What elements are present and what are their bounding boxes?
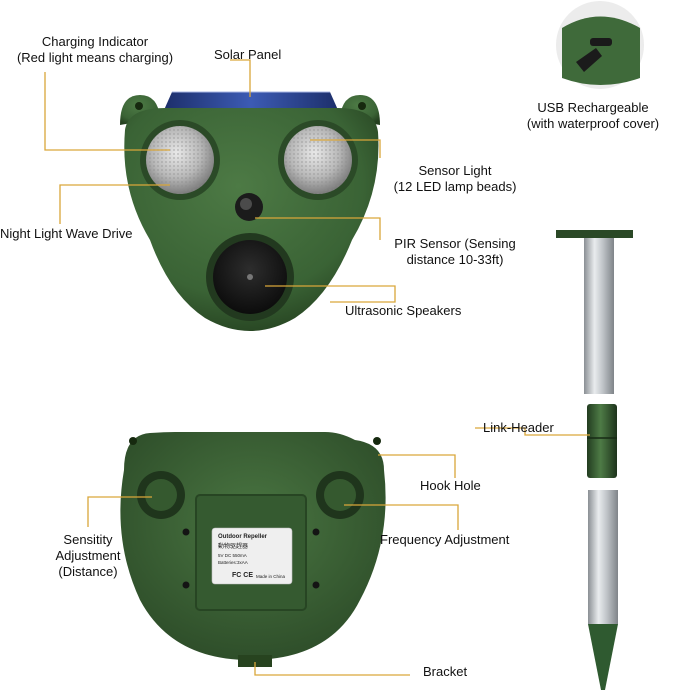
back-left-hook xyxy=(129,437,137,445)
sticker-spec1: 5V DC 550mA xyxy=(218,553,247,558)
leader-pir xyxy=(255,217,381,240)
link-header-part xyxy=(587,404,617,478)
label-ultrasonic-speakers: Ultrasonic Speakers xyxy=(345,303,462,318)
usb-port xyxy=(590,38,612,46)
bracket-shape xyxy=(238,655,272,667)
usb-line1: USB Rechargeable xyxy=(537,100,649,115)
stake-upper-tube xyxy=(584,238,614,394)
stake-spike xyxy=(588,624,618,690)
label-hook-hole: Hook Hole xyxy=(420,478,481,493)
label-sensitity-adjustment: Sensitity Adjustment (Distance) xyxy=(30,532,146,580)
charging-indicator-line2: (Red light means charging) xyxy=(16,50,174,65)
usb-closeup xyxy=(556,1,644,89)
sticker-text: Outdoor Repeller 動物驱趕器 5V DC 550mA Batte… xyxy=(218,534,286,579)
stake-lower-tube xyxy=(588,490,618,624)
leader-lines xyxy=(44,59,590,676)
leader-bracket xyxy=(254,662,410,676)
label-pir-sensor: PIR Sensor (Sensing distance 10-33ft) xyxy=(380,236,530,268)
sticker-origin: Made in China xyxy=(256,574,286,579)
stake-top xyxy=(556,230,633,394)
front-device xyxy=(120,91,380,331)
label-night-light-wave-drive: Night Light Wave Drive xyxy=(0,226,133,241)
label-charging-indicator: Charging Indicator (Red light means char… xyxy=(0,34,190,66)
sensitivity-knob xyxy=(145,479,177,511)
sticker-marks: FC CE xyxy=(232,572,253,579)
leader-solar xyxy=(230,59,251,97)
pir-line2: distance 10-33ft) xyxy=(406,252,504,267)
stake-cap xyxy=(556,230,633,238)
label-link-header: Link-Header xyxy=(483,420,554,435)
label-solar-panel: Solar Panel xyxy=(214,47,282,62)
leader-sensor-light xyxy=(310,139,381,158)
usb-cover-flap xyxy=(576,48,602,72)
sensitity-line2: Adjustment xyxy=(55,548,121,563)
leader-night-light xyxy=(59,184,170,224)
sensor-light-line1: Sensor Light xyxy=(418,163,492,178)
stake-bottom xyxy=(588,490,618,690)
charging-indicator-line1: Charging Indicator xyxy=(41,34,149,49)
sticker-subtitle: 動物驱趕器 xyxy=(218,542,248,550)
sensitity-line1: Sensitity xyxy=(63,532,113,547)
label-sensor-light: Sensor Light (12 LED lamp beads) xyxy=(380,163,530,195)
label-usb-rechargeable: USB Rechargeable (with waterproof cover) xyxy=(508,100,678,132)
label-frequency-adjustment: Frequency Adjustment xyxy=(380,532,510,547)
left-hook-hole xyxy=(135,102,143,110)
leader-link xyxy=(475,427,590,436)
leader-speaker xyxy=(265,285,396,303)
leader-charging xyxy=(44,72,170,151)
usb-line2: (with waterproof cover) xyxy=(526,116,660,131)
frequency-knob xyxy=(324,479,356,511)
right-hook-hole xyxy=(358,102,366,110)
sensitity-line3: (Distance) xyxy=(58,564,118,579)
leader-frequency xyxy=(344,504,459,530)
label-bracket: Bracket xyxy=(423,664,468,679)
sticker-spec2: Batteries:3xAA xyxy=(218,560,248,565)
link-header-shape xyxy=(587,404,617,478)
pir-line1: PIR Sensor (Sensing xyxy=(394,236,516,251)
right-led-lens xyxy=(284,126,352,194)
back-right-hook xyxy=(373,437,381,445)
spec-sticker xyxy=(211,527,293,585)
back-device xyxy=(120,432,386,667)
sensor-light-line2: (12 LED lamp beads) xyxy=(393,179,517,194)
sticker-title: Outdoor Repeller xyxy=(218,534,268,540)
leader-hook xyxy=(378,454,456,478)
solar-panel-shape xyxy=(164,92,338,110)
leader-sensitivity xyxy=(87,496,152,527)
left-led-lens xyxy=(146,126,214,194)
